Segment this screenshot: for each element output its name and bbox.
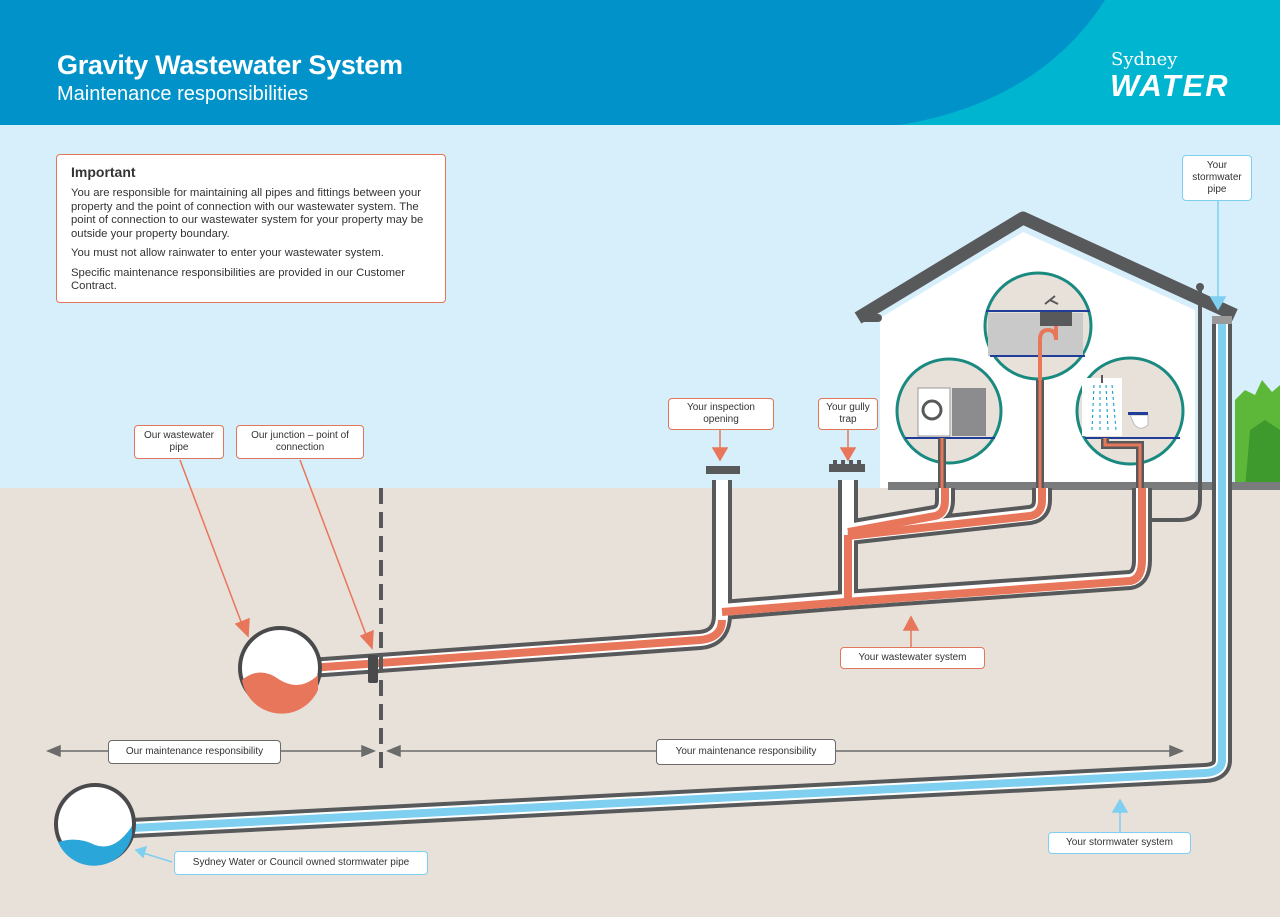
inspection-opening-cap	[706, 466, 740, 474]
logo-water: WATER	[1110, 68, 1230, 103]
stormwater-pipe-network	[54, 316, 1232, 866]
callout-lines-blue	[134, 200, 1227, 863]
header-banner: Gravity Wastewater System Maintenance re…	[0, 0, 1280, 125]
label-gully-trap: Your gully trap	[818, 398, 878, 430]
bathroom-fixture	[1075, 356, 1185, 490]
page-subtitle: Maintenance responsibilities	[57, 83, 309, 105]
label-wastewater-system: Your wastewater system	[840, 647, 985, 669]
junction-connector	[368, 655, 378, 683]
important-heading: Important	[71, 164, 136, 180]
label-your-maintenance: Your maintenance responsibility	[656, 739, 836, 765]
callout-lines-orange	[179, 430, 920, 650]
page-title: Gravity Wastewater System	[57, 50, 403, 80]
label-our-wastewater-pipe: Our wastewater pipe	[134, 425, 224, 459]
header-swoosh	[900, 0, 1280, 125]
important-paragraph: You are responsible for maintaining all …	[71, 187, 424, 240]
important-paragraph: Specific maintenance responsibilities ar…	[71, 266, 406, 293]
bush-illustration	[1235, 380, 1280, 488]
label-our-junction: Our junction – point of connection	[236, 425, 364, 459]
gully-trap-grate	[829, 460, 865, 472]
label-council-stormwater: Sydney Water or Council owned stormwater…	[174, 851, 428, 875]
our-wastewater-main	[238, 626, 378, 714]
kitchen-fixture	[983, 271, 1093, 490]
label-stormwater-system: Your stormwater system	[1048, 832, 1191, 854]
label-our-maintenance: Our maintenance responsibility	[108, 740, 281, 764]
logo-sydney: Sydney	[1111, 49, 1178, 70]
important-paragraph: You must not allow rainwater to enter yo…	[71, 247, 384, 259]
label-inspection-opening: Your inspection opening	[668, 398, 774, 430]
laundry-fixture	[895, 357, 1003, 490]
label-stormwater-pipe: Your stormwater pipe	[1182, 155, 1252, 201]
wastewater-pipe-network	[309, 480, 1152, 678]
important-notice: Important You are responsible for mainta…	[56, 154, 446, 303]
